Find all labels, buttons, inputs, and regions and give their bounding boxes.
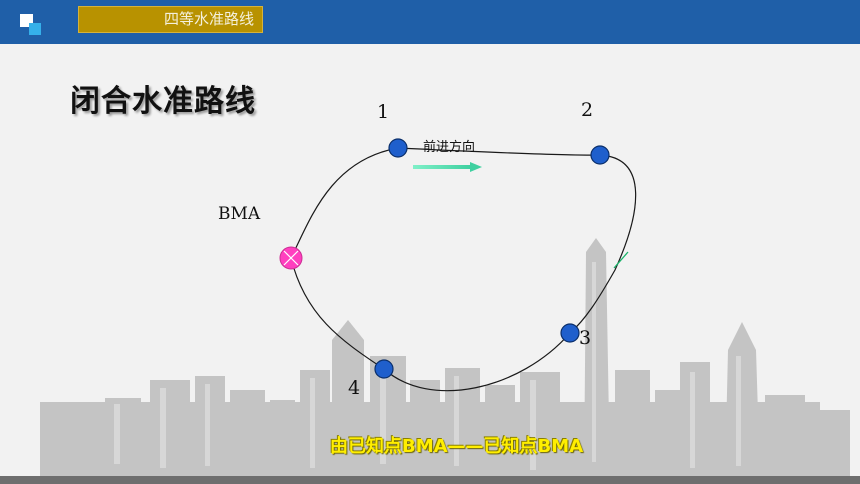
station-4-marker xyxy=(374,359,394,379)
station-3-label: 3 xyxy=(579,327,591,349)
benchmark-label: BMA xyxy=(218,204,261,224)
page-title: 闭合水准路线 xyxy=(70,84,256,119)
header-bar: 四等水准路线 xyxy=(0,0,860,44)
station-2-marker xyxy=(590,145,610,165)
route-caption: 由已知点BMA——已知点BMA xyxy=(330,436,584,457)
station-1-label: 1 xyxy=(377,101,389,123)
direction-arrow-icon xyxy=(413,162,482,172)
logo-icon xyxy=(20,14,42,36)
direction-label: 前进方向 xyxy=(423,139,475,155)
closed-route-line xyxy=(290,147,637,392)
station-2-label: 2 xyxy=(581,99,593,121)
direction-tick xyxy=(613,251,629,269)
bottom-rule xyxy=(0,476,860,484)
station-3-marker xyxy=(560,323,580,343)
section-tab[interactable]: 四等水准路线 xyxy=(78,6,263,33)
benchmark-marker xyxy=(279,246,303,270)
station-1-marker xyxy=(388,138,408,158)
station-4-label: 4 xyxy=(348,377,360,399)
